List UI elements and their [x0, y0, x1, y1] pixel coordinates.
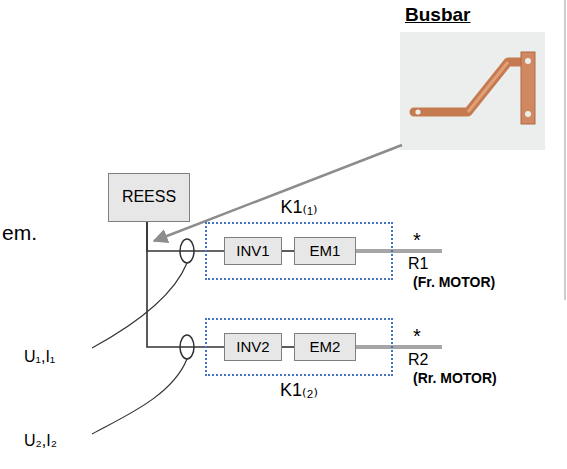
leader-line: [92, 263, 187, 348]
pointer-arrow: [154, 145, 402, 241]
photo-heading: Busbar: [405, 4, 470, 26]
leader-line: [92, 359, 187, 434]
dashed-group: K1₍₁₎INV1EM1: [205, 222, 393, 280]
signal-name: U₁,I₁: [24, 348, 55, 366]
box-label: INV2: [236, 338, 269, 355]
signal-name: U₂,I₂: [24, 432, 57, 450]
joint-mark: *: [413, 325, 421, 348]
bus-wire: [147, 222, 224, 251]
dashed-group: K1₍₂₎INV2EM2: [205, 318, 393, 376]
inverter-box: INV1: [224, 237, 282, 265]
bus-wire: [282, 250, 294, 252]
box-label: REESS: [122, 188, 176, 206]
storage-box: REESS: [108, 173, 190, 222]
part-name: R2: [408, 351, 428, 369]
motor-box: EM2: [294, 333, 356, 361]
bus-wire: [147, 222, 224, 347]
inverter-box: INV2: [224, 333, 282, 361]
panel-edge: [564, 0, 566, 300]
motor-name: (Fr. MOTOR): [413, 274, 495, 290]
group-heading: K1₍₁₎: [281, 197, 318, 218]
busbar-photo: [400, 32, 545, 150]
motor-name: (Rr. MOTOR): [413, 370, 497, 386]
group-heading: K1₍₂₎: [280, 380, 318, 401]
joint-mark: *: [413, 229, 421, 252]
part-name: R1: [408, 255, 428, 273]
box-label: EM1: [310, 242, 341, 259]
box-label: EM2: [310, 338, 341, 355]
motor-box: EM1: [294, 237, 356, 265]
box-label: INV1: [236, 242, 269, 259]
cut-text: em.: [2, 221, 37, 245]
bus-wire: [282, 346, 294, 348]
